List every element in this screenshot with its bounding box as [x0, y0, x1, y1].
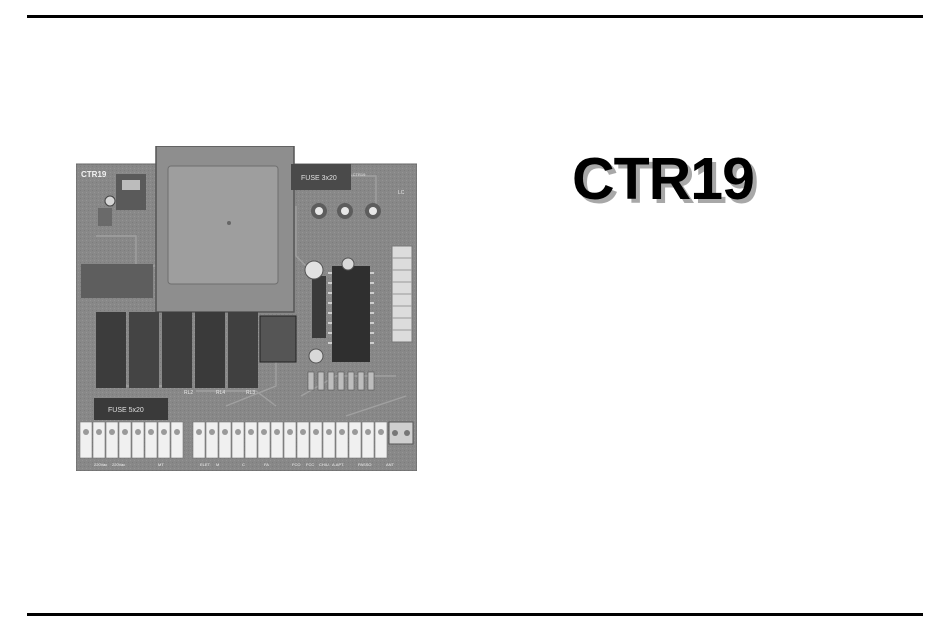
- svg-text:220Vac: 220Vac: [94, 462, 107, 467]
- board-label: CTR19: [81, 170, 107, 179]
- top-rule: [27, 15, 923, 18]
- svg-text:FA: FA: [264, 462, 269, 467]
- resistor-row: [308, 372, 374, 390]
- svg-text:RL3: RL3: [246, 390, 255, 396]
- svg-text:M: M: [216, 462, 219, 467]
- svg-text:220Vac: 220Vac: [112, 462, 125, 467]
- svg-text:RL2: RL2: [184, 390, 193, 396]
- svg-text:FCC: FCC: [306, 462, 314, 467]
- svg-text:ELET.: ELET.: [200, 462, 211, 467]
- power-block: [81, 264, 153, 298]
- svg-text:RL4: RL4: [216, 390, 225, 396]
- bottom-rule: [27, 613, 923, 616]
- heat-sink: [116, 174, 146, 210]
- trimmer-potentiometers: [311, 203, 381, 219]
- microcontroller-chip: [332, 266, 370, 362]
- svg-text:C: C: [242, 462, 245, 467]
- svg-text:PASSO: PASSO: [358, 462, 372, 467]
- svg-text:FUSE 5x20: FUSE 5x20: [108, 407, 144, 414]
- document-title: CTR19: [572, 150, 754, 209]
- svg-text:LC: LC: [398, 190, 405, 196]
- terminal-block-right: [193, 422, 387, 458]
- circuit-board-photo: CTR19 M MEG CTR19 LC FUSE 3x20: [76, 146, 417, 471]
- svg-text:A.APT.: A.APT.: [332, 462, 344, 467]
- svg-text:FCO: FCO: [292, 462, 300, 467]
- svg-text:FUSE 3x20: FUSE 3x20: [301, 175, 337, 182]
- svg-text:CHIU.: CHIU.: [319, 462, 330, 467]
- svg-text:MT: MT: [158, 462, 164, 467]
- svg-text:ANT: ANT: [386, 462, 395, 467]
